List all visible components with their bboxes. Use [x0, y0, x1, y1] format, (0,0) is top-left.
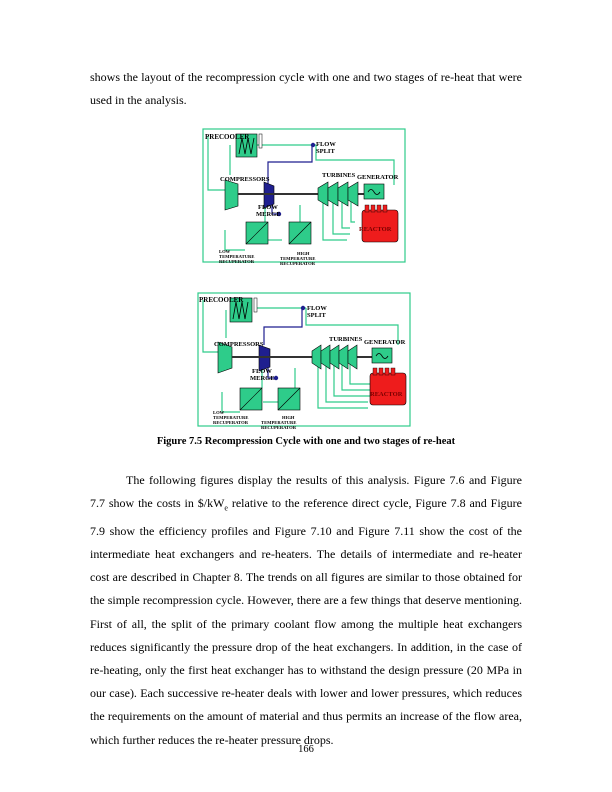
- high-temp-label-1: HIGH: [297, 251, 310, 256]
- reactor-label: REACTOR: [359, 226, 392, 233]
- body-subscript: e: [224, 503, 228, 513]
- low-temp-label-3: RECUPERATOR: [219, 259, 255, 264]
- compressors-label: COMPRESSORS: [220, 176, 270, 183]
- low-temp-label-2: TEMPERATURE: [219, 254, 254, 259]
- generator-label: GENERATOR: [364, 339, 406, 346]
- high-temp-label-2: TEMPERATURE: [280, 256, 315, 261]
- page-number: 166: [298, 744, 314, 755]
- flow-merge-label-2: MERGE: [256, 211, 281, 218]
- low-temp-label-3: RECUPERATOR: [213, 420, 249, 425]
- diagram-one-reheat: PRECOOLER FLOW SPLIT COMPRESSORS TURBINE…: [202, 128, 406, 266]
- turbines-label: TURBINES: [329, 336, 363, 343]
- reactor-label: REACTOR: [370, 391, 403, 398]
- flow-merge-label-2: MERGE: [250, 375, 275, 382]
- high-temp-label-1: HIGH: [282, 415, 295, 420]
- high-temp-label-3: RECUPERATOR: [261, 425, 297, 430]
- reactor-icon: [361, 204, 399, 243]
- body-paragraph: The following figures display the result…: [90, 469, 522, 752]
- high-temp-label-2: TEMPERATURE: [261, 420, 296, 425]
- high-temp-label-3: RECUPERATOR: [280, 261, 316, 266]
- flow-split-label-1: FLOW: [307, 305, 327, 312]
- diagram-two-reheat: PRECOOLER FLOW SPLIT COMPRESSORS TURBINE…: [197, 292, 411, 430]
- low-temp-label-1: LOW: [219, 249, 231, 254]
- low-temp-label-2: TEMPERATURE: [213, 415, 248, 420]
- body-text-part1: The following figures display the result…: [90, 473, 522, 511]
- low-temp-label-1: LOW: [213, 410, 225, 415]
- flow-merge-label-1: FLOW: [252, 368, 272, 375]
- precooler-label: PRECOOLER: [205, 133, 250, 141]
- intro-paragraph: shows the layout of the recompression cy…: [90, 70, 522, 108]
- flow-split-label-1: FLOW: [316, 141, 336, 148]
- reactor-icon: [369, 367, 407, 406]
- body-text-part2: relative to the reference direct cycle, …: [90, 496, 522, 747]
- precooler-label: PRECOOLER: [199, 296, 244, 304]
- turbines-label: TURBINES: [322, 172, 356, 179]
- flow-split-label-2: SPLIT: [316, 148, 335, 155]
- flow-split-label-2: SPLIT: [307, 312, 326, 319]
- compressors-label: COMPRESSORS: [214, 341, 264, 348]
- flow-merge-label-1: FLOW: [258, 204, 278, 211]
- figure-7-5: PRECOOLER FLOW SPLIT COMPRESSORS TURBINE…: [197, 128, 411, 430]
- figure-caption: Figure 7.5 Recompression Cycle with one …: [156, 436, 456, 447]
- generator-label: GENERATOR: [357, 174, 399, 181]
